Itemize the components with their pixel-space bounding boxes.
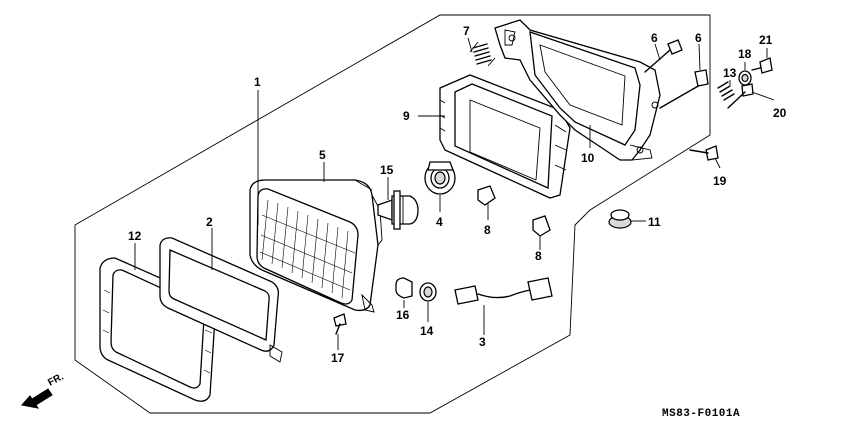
callout-5: 5	[319, 148, 326, 162]
adjust-screw-lower	[659, 69, 709, 109]
screw-21	[751, 57, 773, 74]
callout-7: 7	[463, 24, 470, 38]
callout-12: 12	[128, 229, 142, 243]
halogen-bulb	[377, 190, 419, 230]
bulb-socket	[424, 161, 456, 195]
callout-6a: 6	[651, 31, 658, 45]
callout-3: 3	[479, 335, 486, 349]
callout-10: 10	[581, 151, 595, 165]
callout-numbers: 1 2 3 4 5 6 6 7 8 8 9 10 11 12 13 14 15 …	[128, 24, 787, 365]
rim-seal	[159, 237, 283, 363]
bolt-20	[727, 83, 754, 109]
callout-8a: 8	[484, 223, 491, 237]
callout-13: 13	[723, 66, 737, 80]
lens-pattern	[259, 199, 356, 299]
clip-lower	[532, 215, 551, 237]
nut-18	[738, 70, 752, 86]
callout-1: 1	[254, 75, 261, 89]
grommet	[608, 209, 632, 229]
callout-16: 16	[396, 308, 410, 322]
direction-label: FR.	[46, 371, 66, 388]
callout-18: 18	[738, 47, 752, 61]
bolt-19	[689, 145, 719, 161]
callout-20: 20	[773, 106, 787, 120]
position-bulb	[395, 277, 413, 299]
callout-6b: 6	[695, 31, 702, 45]
callout-14: 14	[420, 324, 434, 338]
callout-21: 21	[759, 33, 773, 47]
leader-lines	[134, 37, 775, 350]
socket-harness	[454, 277, 553, 305]
adjust-spring	[469, 41, 496, 67]
small-socket	[419, 282, 437, 302]
outer-case	[494, 19, 661, 161]
callout-17: 17	[331, 351, 345, 365]
clip-upper	[477, 185, 496, 206]
inner-case	[439, 74, 571, 199]
callout-9: 9	[403, 109, 410, 123]
sealed-beam-unit	[249, 179, 383, 313]
adjust-screw-upper	[644, 39, 683, 73]
spring-13	[717, 81, 735, 101]
diagram-code: MS83-F0101A	[662, 408, 740, 420]
assembly-boundary	[74, 14, 711, 414]
callout-11: 11	[648, 215, 661, 229]
callout-4: 4	[436, 215, 443, 229]
callout-19: 19	[713, 174, 727, 188]
front-direction-arrow: FR.	[21, 371, 66, 409]
callout-2: 2	[206, 215, 213, 229]
callout-15: 15	[380, 163, 394, 177]
callout-8b: 8	[535, 249, 542, 263]
screw-17	[333, 313, 347, 335]
